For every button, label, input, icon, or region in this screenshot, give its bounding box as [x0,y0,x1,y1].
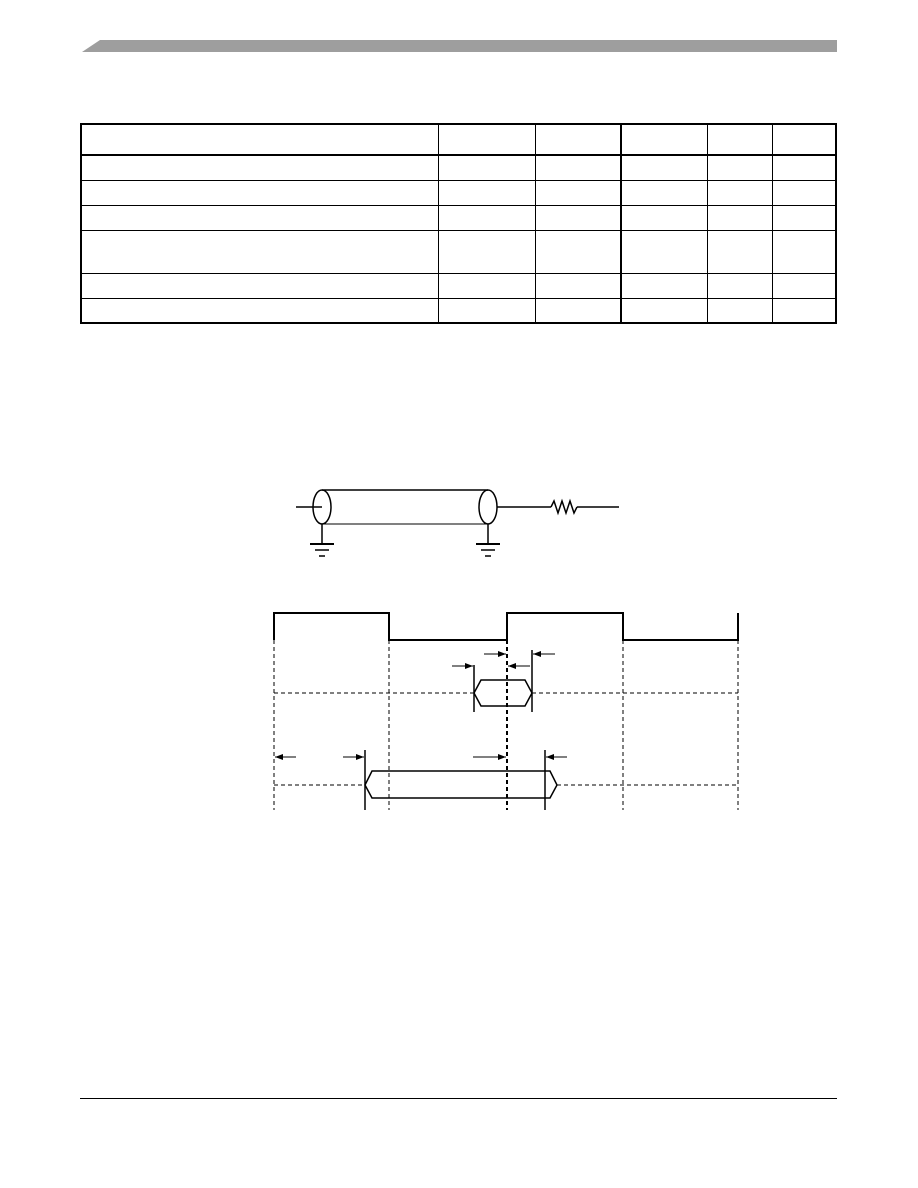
table-cell [771,154,837,181]
table-cell [620,154,708,181]
table-cell [706,229,773,274]
spec-table [80,123,837,324]
table-cell [771,297,837,324]
table-cell [437,154,536,181]
table-cell [706,154,773,181]
table-cell [771,123,837,156]
table-cell [437,204,536,231]
table-row [80,179,837,206]
table-cell [80,179,439,206]
table-cell [80,204,439,231]
table-cell [80,272,439,299]
table-cell [620,123,708,156]
resistor-icon [550,498,578,516]
table-cell [534,204,622,231]
table-cell [771,179,837,206]
table-cell [534,179,622,206]
table-cell [706,123,773,156]
cable-right-end [478,489,498,525]
ground-icon [476,524,500,557]
table-header-row [80,123,837,156]
data-valid-window-short [473,679,533,707]
table-cell [706,272,773,299]
table-cell [771,204,837,231]
table-cell [620,204,708,231]
table-cell [437,123,536,156]
table-cell [620,297,708,324]
table-cell [534,123,622,156]
table-cell [706,204,773,231]
clock-waveform [273,612,739,641]
table-cell [437,229,536,274]
table-row [80,154,837,181]
table-cell [620,179,708,206]
table-cell [80,123,439,156]
timing-arrows [275,651,567,760]
table-cell [771,272,837,299]
coax-load-figure [296,489,619,557]
table-row [80,297,837,324]
table-row [80,204,837,231]
table-cell [437,179,536,206]
table-row [80,272,837,299]
table-cell [437,297,536,324]
table-cell [771,229,837,274]
ground-icon [310,524,334,557]
table-cell [706,297,773,324]
data-valid-window-long [364,770,558,799]
table-cell [80,154,439,181]
footer-rule [80,1098,837,1099]
table-row [80,229,837,274]
table-cell [534,154,622,181]
table-cell [620,229,708,274]
table-cell [437,272,536,299]
page-header-bar [82,40,837,52]
data-idle-lines [274,692,738,786]
table-cell [706,179,773,206]
table-cell [80,229,439,274]
table-cell [534,229,622,274]
timing-diagram [273,612,739,810]
table-cell [80,297,439,324]
edge-reference-lines [273,640,739,810]
table-cell [534,297,622,324]
table-cell [620,272,708,299]
table-cell [534,272,622,299]
